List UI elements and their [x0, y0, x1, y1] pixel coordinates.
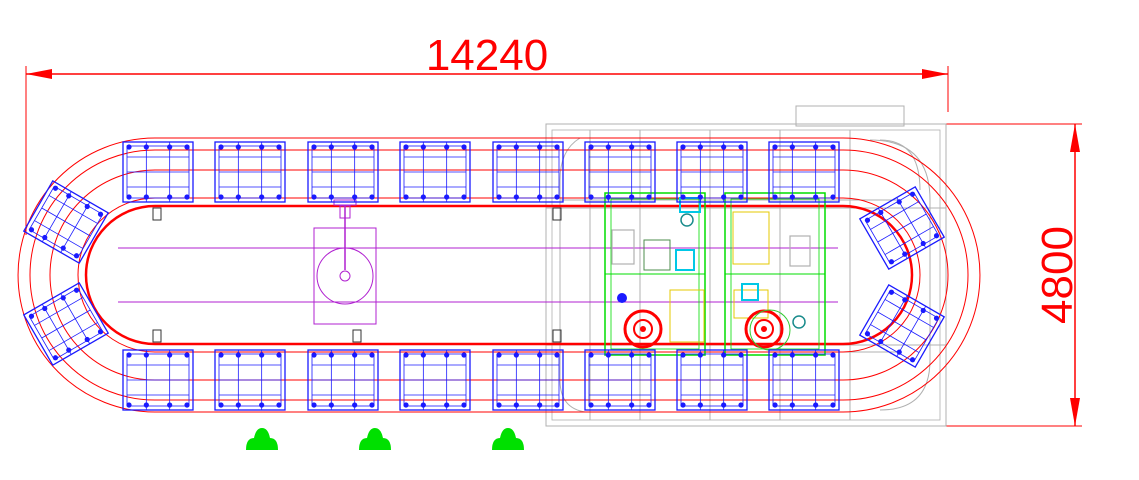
pallet-bottom-4	[399, 349, 471, 411]
pallet-left-upper	[22, 179, 110, 265]
ground-marker-1	[246, 428, 278, 450]
track-markers	[152, 207, 562, 343]
pallet-bottom-1	[122, 349, 194, 411]
pallet-top-6	[584, 141, 656, 203]
machine-frame	[545, 105, 947, 427]
pallet-bottom-2	[214, 349, 286, 411]
ground-markers	[246, 428, 524, 450]
width-dimension-label: 4800	[1033, 226, 1082, 324]
ground-marker-3	[492, 428, 524, 450]
conveyor-track	[17, 137, 981, 413]
length-dimension: 14240	[25, 31, 949, 235]
pallet-bottom-5	[492, 349, 564, 411]
length-dimension-label: 14240	[426, 31, 548, 80]
pallet-top-7	[676, 141, 748, 203]
width-dimension: 4800	[900, 123, 1082, 427]
pallet-right-upper	[858, 185, 946, 271]
drive-unit	[118, 199, 838, 325]
pallet-top-2	[214, 141, 286, 203]
pallet-top-8	[768, 141, 840, 203]
pallet-group	[22, 141, 946, 411]
pallet-top-1	[122, 141, 194, 203]
pallet-bottom-3	[307, 349, 379, 411]
pallet-bottom-8	[768, 349, 840, 411]
pallet-top-3	[307, 141, 379, 203]
pallet-left-lower	[22, 281, 110, 367]
pallet-right-lower	[858, 283, 946, 369]
work-stations	[604, 192, 826, 356]
ground-marker-2	[359, 428, 391, 450]
pallet-bottom-6	[584, 349, 656, 411]
pallet-bottom-7	[676, 349, 748, 411]
pallet-top-5	[492, 141, 564, 203]
pallet-top-4	[399, 141, 471, 203]
